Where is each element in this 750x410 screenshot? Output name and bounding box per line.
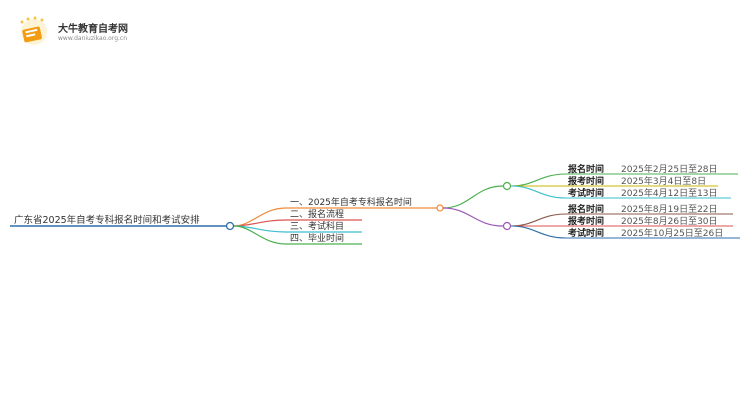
branch-node-1[interactable] <box>436 204 444 212</box>
leaf-value-1-3: 2025年4月12日至13日 <box>621 187 718 199</box>
leaf-key-2-3: 考试时间 <box>568 227 604 239</box>
leaf-key-1-1: 报名时间 <box>568 163 604 175</box>
root-label: 广东省2025年自考专科报名时间和考试安排 <box>14 214 200 226</box>
branch-connector-2 <box>233 219 287 227</box>
branch-connector-4 <box>233 225 287 245</box>
group-node-1[interactable] <box>502 181 512 191</box>
leaf-key-2-1: 报名时间 <box>568 203 604 215</box>
leaf-connector-1-1 <box>510 173 567 187</box>
leaf-connector-2-1 <box>510 213 567 227</box>
group-node-2[interactable] <box>502 221 512 231</box>
leaf-key-2-2: 报考时间 <box>568 215 604 227</box>
graduation-book-icon <box>20 16 47 45</box>
branch-label-3[interactable]: 三、考试科目 <box>290 220 344 232</box>
root-node[interactable] <box>225 221 235 231</box>
branch-label-4[interactable]: 四、毕业时间 <box>290 232 344 244</box>
site-url: www.daniuzikao.org.cn <box>58 35 128 42</box>
leaf-connector-2-3 <box>510 225 567 239</box>
branch-label-1[interactable]: 一、2025年自考专科报名时间 <box>290 196 412 208</box>
site-logo[interactable]: 大牛教育自考网 www.daniuzikao.org.cn <box>14 14 164 50</box>
leaf-key-1-2: 报考时间 <box>568 175 604 187</box>
leaf-connector-1-3 <box>510 185 567 199</box>
leaf-value-2-2: 2025年8月26日至30日 <box>621 215 718 227</box>
branch-label-2[interactable]: 二、报名流程 <box>290 208 344 220</box>
leaf-value-2-1: 2025年8月19日至22日 <box>621 203 718 215</box>
leaf-value-2-3: 2025年10月25日至26日 <box>621 227 723 239</box>
leaf-key-1-3: 考试时间 <box>568 187 604 199</box>
leaf-value-1-1: 2025年2月25日至28日 <box>621 163 718 175</box>
site-title: 大牛教育自考网 <box>58 24 128 35</box>
group-connector-1 <box>442 185 504 209</box>
branch-connector-1 <box>233 207 287 227</box>
group-connector-2 <box>442 207 504 227</box>
leaf-value-1-2: 2025年3月4日至8日 <box>621 175 706 187</box>
